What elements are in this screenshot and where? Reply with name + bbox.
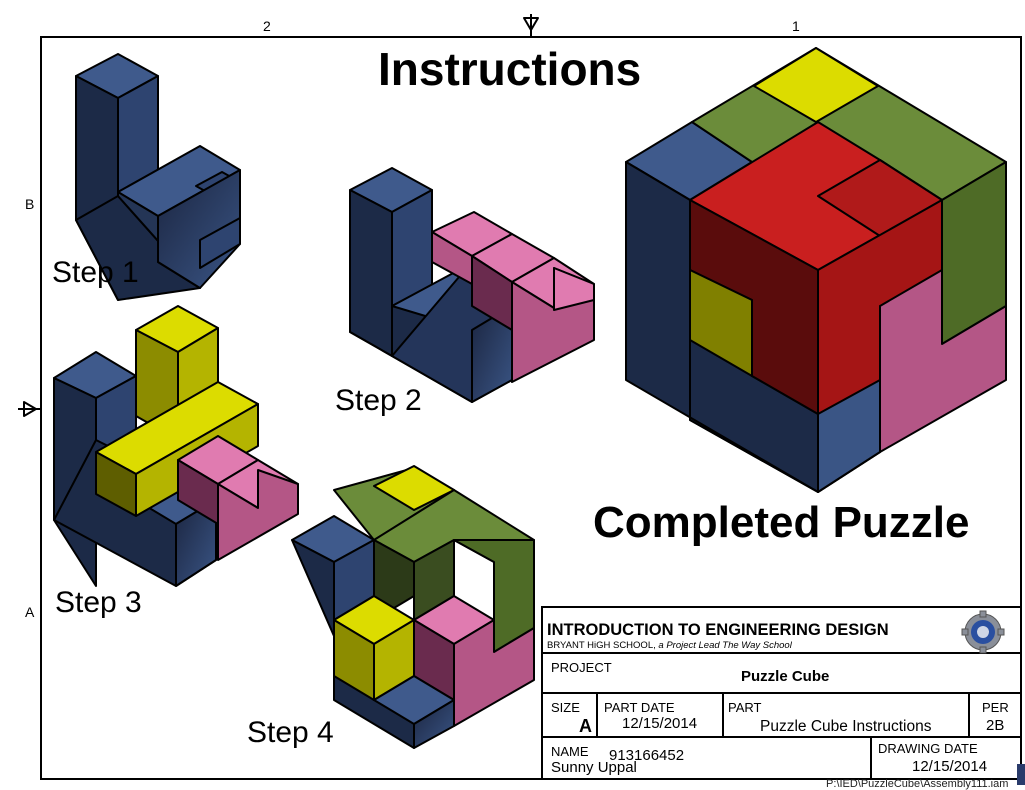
school-name: BRYANT HiGH SCHOOL, [547,640,656,651]
per-value: 2B [986,717,1005,734]
part-value: Puzzle Cube Instructions [760,718,932,735]
per-cell: PER 2B [970,694,1022,738]
size-cell: SIZE A [543,694,598,738]
title-block: INTRODUCTION TO ENGINEERING DESIGN BRYAN… [541,606,1022,780]
project-value: Puzzle Cube [741,668,830,685]
step-4-label: Step 4 [247,716,334,749]
zone-label-b: B [25,196,35,212]
size-label: SIZE [551,700,580,715]
drawing-date-value: 12/15/2014 [912,758,988,775]
step-1-piece [75,53,241,301]
part-date-label: PART DATE [604,700,675,715]
center-mark-icon [18,14,539,417]
part-label: PART [728,700,762,715]
drawing-date-cell: DRAWING DATE 12/15/2014 [872,738,1022,780]
school-tagline: a Project Lead The Way School [658,640,792,651]
zone-label-2: 2 [263,18,271,34]
student-name: Sunny Uppal [551,759,637,776]
part-date-cell: PART DATE 12/15/2014 [598,694,724,738]
gear-logo-icon [961,610,1005,654]
part-row: SIZE A PART DATE 12/15/2014 PART Puzzle … [543,694,1022,738]
name-cell: NAME 913166452 Sunny Uppal [543,738,872,780]
step-2-piece [349,167,595,403]
part-cell: PART Puzzle Cube Instructions [724,694,970,738]
drawing-date-label: DRAWING DATE [878,741,978,756]
completed-puzzle-cube [625,47,1007,493]
course-title: INTRODUCTION TO ENGINEERING DESIGN [547,621,889,639]
name-row: NAME 913166452 Sunny Uppal DRAWING DATE … [543,738,1022,780]
title-block-header: INTRODUCTION TO ENGINEERING DESIGN BRYAN… [543,608,1022,654]
name-label: NAME [551,744,589,759]
step-3-piece [53,305,299,587]
completed-puzzle-label: Completed Puzzle [593,498,970,547]
per-label: PER [982,700,1009,715]
size-value: A [579,716,592,736]
step-4-piece [291,465,535,749]
page-title: Instructions [378,43,642,95]
student-id: 913166452 [609,747,685,764]
page-edge-marker [1017,764,1025,785]
zone-label-a: A [25,604,35,620]
file-path: P:\IED\PuzzleCube\Assembly111.iam [826,778,1009,790]
zone-label-1: 1 [792,18,800,34]
step-1-label: Step 1 [52,256,139,289]
part-date-value: 12/15/2014 [622,715,698,732]
step-2-label: Step 2 [335,384,422,417]
step-3-label: Step 3 [55,586,142,619]
project-label: PROJECT [551,660,612,675]
project-row: PROJECT Puzzle Cube [543,654,1022,694]
